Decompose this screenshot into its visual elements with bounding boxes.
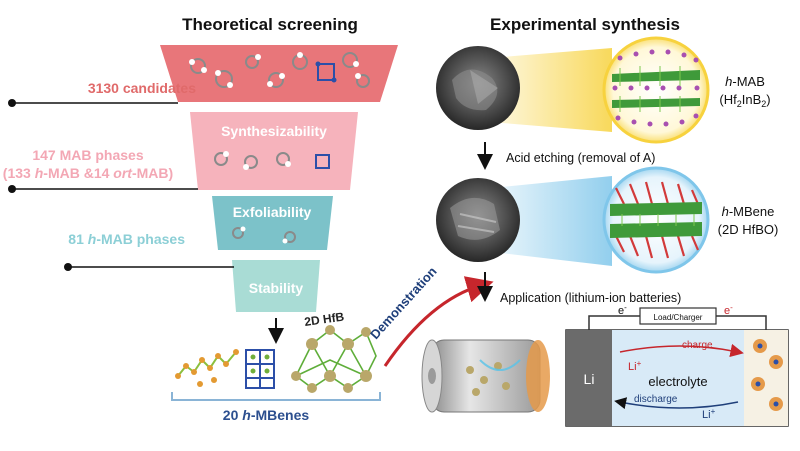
electron-right: e- [724, 303, 733, 317]
mbene-name: h-MBene [722, 204, 775, 219]
mab-formula: (Hf2InB2) [719, 92, 770, 109]
mbene-crystal-structure [610, 181, 702, 259]
demonstration-label: Demonstration [367, 264, 440, 342]
result-label: 20 h-MBenes [223, 407, 310, 423]
synthesizable-structures [214, 151, 330, 170]
candidate-structures [189, 52, 370, 88]
result-bracket [171, 392, 381, 401]
mab-zoom-beam [490, 48, 612, 132]
structure-2d-hfb-label: 2D HfB [303, 309, 345, 328]
mbene-structures [175, 325, 377, 393]
ort-mab-square-icon [317, 63, 335, 81]
stage2-count: 147 MAB phases [32, 147, 143, 163]
stage1-leader-dot [8, 99, 16, 107]
electrolyte-label: electrolyte [648, 374, 707, 389]
mab-crystal-view [602, 36, 710, 144]
mbene-crystal-view [602, 166, 710, 274]
etching-label: Acid etching (removal of A) [506, 151, 655, 165]
li-ion-top: Li+ [628, 359, 642, 373]
stage3-count: 81 h-MAB phases [68, 231, 185, 247]
battery-schematic [565, 307, 789, 427]
funnel-stage-stability [232, 260, 320, 312]
exfoliable-structures [232, 226, 296, 244]
stage2-label: Synthesizability [221, 123, 327, 139]
left-title: Theoretical screening [182, 15, 358, 34]
discharge-label: discharge [634, 394, 678, 405]
battery-cell-illustration [421, 339, 550, 413]
stage4-label: Stability [249, 280, 304, 296]
electron-left: e- [618, 303, 627, 317]
mbene-zoom-beam [492, 176, 612, 266]
stage1-count: 3130 candidates [88, 80, 196, 96]
stage2-leader-dot [8, 185, 16, 193]
stage3-label: Exfoliability [233, 204, 312, 220]
mab-name: h-MAB [725, 74, 765, 89]
mab-crystal-structure [612, 49, 700, 127]
stage2-subcount: (133 h-MAB &14 ort-MAB) [3, 165, 173, 181]
load-charger-label: Load/Charger [654, 313, 703, 322]
funnel-stage-synthesizability [190, 112, 358, 190]
right-title: Experimental synthesis [490, 15, 680, 34]
stage3-leader-dot [64, 263, 72, 271]
li-ion-bottom: Li+ [702, 407, 716, 421]
demonstration-arrow [383, 276, 494, 367]
application-label: Application (lithium-ion batteries) [500, 291, 681, 305]
li-electrode-label: Li [584, 371, 595, 387]
charge-label: charge [682, 340, 713, 351]
mbene-formula: (2D HfBO) [718, 222, 779, 237]
